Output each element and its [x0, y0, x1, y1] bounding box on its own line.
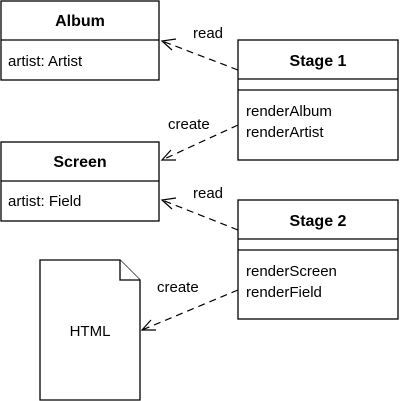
dependency-label: create	[168, 116, 210, 133]
class-stage2-operation-2: renderField	[246, 284, 322, 301]
class-album-name: Album	[55, 13, 105, 30]
arrowhead-icon	[140, 319, 156, 331]
arrowhead-icon	[160, 38, 177, 51]
dependency-line	[161, 40, 239, 71]
class-screen: Screen artist: Field	[0, 141, 160, 222]
dependency-label: create	[157, 279, 199, 296]
arrowhead-icon	[160, 197, 177, 210]
class-screen-attribute: artist: Field	[8, 193, 81, 210]
dependency-line	[161, 199, 239, 231]
document-icon	[39, 259, 141, 401]
arrowhead-icon	[160, 149, 176, 161]
class-stage1-box	[237, 39, 399, 161]
dependency-line	[161, 124, 239, 161]
dependency-stage2-html: create	[140, 279, 239, 331]
dependency-line	[141, 289, 239, 331]
dependency-stage1-screen: create	[160, 116, 239, 161]
class-stage2: Stage 2 renderScreen renderField	[237, 199, 399, 320]
dependency-stage2-screen: read	[160, 185, 239, 231]
class-stage1-name: Stage 1	[290, 53, 347, 70]
class-stage2-operation-1: renderScreen	[246, 263, 337, 280]
dependency-stage1-album: read	[160, 25, 239, 71]
artifact-html: HTML	[39, 259, 141, 401]
artifact-html-label: HTML	[70, 323, 111, 340]
dependency-label: read	[193, 185, 223, 202]
class-stage1-operation-2: renderArtist	[246, 124, 324, 141]
document-fold	[119, 260, 140, 281]
class-album: Album artist: Artist	[0, 0, 160, 81]
class-stage1-operation-1: renderAlbum	[246, 103, 332, 120]
class-stage2-box	[237, 199, 399, 320]
dependency-label: read	[193, 25, 223, 42]
class-album-attribute: artist: Artist	[8, 53, 83, 70]
class-screen-name: Screen	[53, 154, 106, 171]
class-stage2-name: Stage 2	[290, 213, 347, 230]
class-stage1: Stage 1 renderAlbum renderArtist	[237, 39, 399, 161]
